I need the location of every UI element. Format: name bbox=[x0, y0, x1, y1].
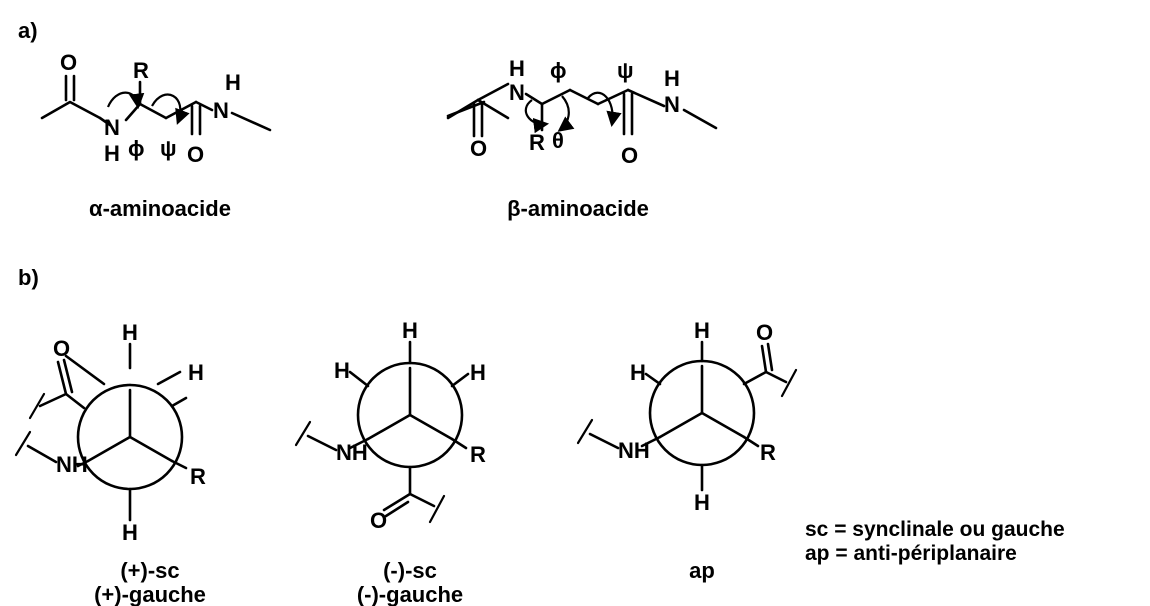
newman1-atom-h-top: H bbox=[122, 320, 138, 345]
newman1-atom-h-bottom: H bbox=[122, 520, 138, 545]
beta-atom-o-left: O bbox=[470, 136, 487, 161]
beta-atom-r: R bbox=[529, 130, 545, 155]
alpha-atom-o-left: O bbox=[60, 50, 77, 75]
beta-atom-h-right: H bbox=[664, 66, 680, 91]
alpha-psi-arrow bbox=[151, 93, 190, 125]
beta-atom-n-right: N bbox=[664, 92, 680, 117]
newman3-nh-cut bbox=[576, 418, 594, 445]
alpha-aminoacid-structure: O R N H ϕ ψ H N O α-aminoacide bbox=[40, 50, 272, 221]
newman2-atom-h-top: H bbox=[402, 318, 418, 343]
newman2-atom-o: O bbox=[370, 508, 387, 533]
alpha-atom-n-left: N bbox=[104, 115, 120, 140]
newman1-nh-bond bbox=[26, 444, 58, 464]
newman2-atom-h-left: H bbox=[334, 358, 350, 383]
newman1-front-bonds-over bbox=[64, 388, 188, 522]
newman3-bonds bbox=[640, 340, 798, 492]
beta-psi-arrow bbox=[587, 91, 622, 128]
alpha-atom-h-top: H bbox=[225, 70, 241, 95]
legend-line-sc: sc = synclinale ou gauche bbox=[805, 518, 1065, 541]
alpha-angle-phi: ϕ bbox=[128, 136, 145, 161]
newman3-atom-o: O bbox=[756, 320, 773, 345]
newman1-atom-h-right: H bbox=[188, 360, 204, 385]
beta-angle-phi: ϕ bbox=[550, 58, 567, 83]
newman1-nh-cut bbox=[14, 430, 32, 457]
beta-phi-arrow bbox=[524, 99, 550, 134]
newman2-atom-r: R bbox=[470, 442, 486, 467]
newman-projection-minus-sc: H H H NH R O (-)-sc (-)-gauche bbox=[294, 318, 486, 606]
alpha-phi-arrow bbox=[106, 91, 145, 110]
newman1-caption-line1: (+)-sc bbox=[120, 558, 179, 583]
legend-line-ap: ap = anti-périplanaire bbox=[805, 542, 1017, 565]
beta-angle-theta: θ bbox=[552, 128, 564, 153]
beta-theta-arrow bbox=[557, 95, 575, 132]
newman3-caption: ap bbox=[689, 558, 715, 583]
beta-aminoacid-structure: H N ϕ ψ H N O R θ O β-aminoacide bbox=[446, 56, 718, 221]
alpha-atom-o-right: O bbox=[187, 142, 204, 167]
newman1-atom-o: O bbox=[53, 336, 70, 361]
beta-atom-h-left: H bbox=[509, 56, 525, 81]
newman2-caption-line1: (-)-sc bbox=[383, 558, 437, 583]
newman2-bonds bbox=[348, 340, 470, 524]
newman3-atom-nh: NH bbox=[618, 438, 650, 463]
newman2-caption-line2: (-)-gauche bbox=[357, 582, 463, 606]
legend: sc = synclinale ou gauche ap = anti-péri… bbox=[805, 518, 1065, 565]
newman1-carbonyl bbox=[28, 358, 74, 420]
alpha-caption: α-aminoacide bbox=[89, 196, 231, 221]
beta-angle-psi: ψ bbox=[617, 58, 634, 83]
beta-atom-o-right: O bbox=[621, 143, 638, 168]
newman1-atom-nh: NH bbox=[56, 452, 88, 477]
newman3-atom-h-left: H bbox=[630, 360, 646, 385]
beta-rotation-arrows bbox=[524, 91, 622, 134]
newman1-back-bonds bbox=[64, 342, 182, 386]
alpha-atom-n-right: N bbox=[213, 98, 229, 123]
newman3-atom-h-bottom: H bbox=[694, 490, 710, 515]
newman3-atom-r: R bbox=[760, 440, 776, 465]
newman-projection-ap: H O H NH R H ap bbox=[576, 318, 798, 583]
beta-atom-n-left: N bbox=[509, 80, 525, 105]
alpha-rotation-arrows bbox=[106, 91, 190, 125]
newman3-atom-h-top: H bbox=[694, 318, 710, 343]
beta-caption: β-aminoacide bbox=[507, 196, 649, 221]
newman-projection-plus-sc: O H H NH R H (+)-sc (+)-gauche bbox=[14, 320, 206, 606]
newman2-nh-cut bbox=[294, 420, 312, 447]
newman1-atom-r: R bbox=[190, 464, 206, 489]
alpha-atom-r: R bbox=[133, 58, 149, 83]
newman1-caption-line2: (+)-gauche bbox=[94, 582, 206, 606]
alpha-angle-psi: ψ bbox=[160, 136, 177, 161]
alpha-atom-h-left: H bbox=[104, 141, 120, 166]
panel-a-label: a) bbox=[18, 18, 38, 43]
newman2-atom-h-right: H bbox=[470, 360, 486, 385]
newman2-atom-nh: NH bbox=[336, 440, 368, 465]
newman2-nh-bond bbox=[306, 434, 338, 452]
panel-b-label: b) bbox=[18, 265, 39, 290]
newman3-nh-bond bbox=[588, 432, 620, 450]
